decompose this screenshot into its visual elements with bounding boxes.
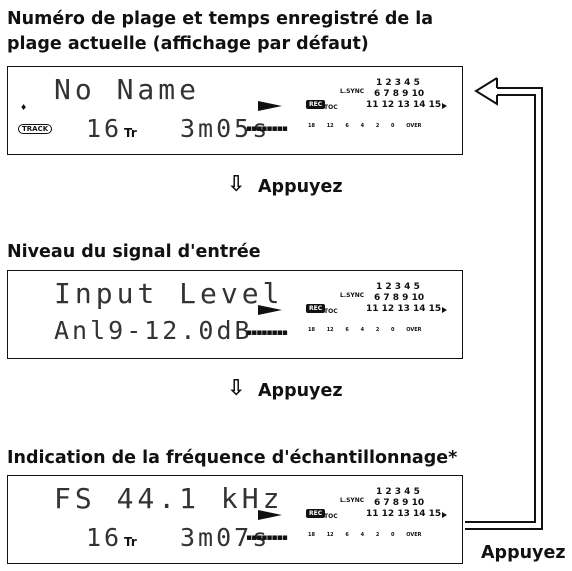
level-meter-bars: ▪▪▪▪▪▪▪▪	[246, 124, 288, 134]
heading-input-level: Niveau du signal d'entrée	[7, 242, 261, 262]
rec-indicator: REC	[306, 509, 326, 518]
display-panel-default: No Name ♦ TRACK 16 Tr 3m05s REC TOC L.SY…	[7, 66, 463, 155]
more-tracks-arrow-icon	[442, 512, 447, 518]
level-meter-scale: 18 12 6 4 2 0 OVER	[308, 123, 422, 129]
lcd-track-number: 16	[86, 114, 123, 143]
lcd-track-number: 16	[86, 523, 123, 552]
press-arrow-icon-1: ⇩	[227, 172, 246, 197]
level-meter-bars: ▪▪▪▪▪▪▪▪	[246, 533, 288, 543]
play-indicator-icon	[258, 101, 282, 111]
lcd-line1: No Name	[54, 73, 201, 106]
display-panel-input-level: Input Level Anl9-12.0dB REC TOC L.SYNC 1…	[7, 270, 463, 359]
more-tracks-arrow-icon	[442, 103, 447, 109]
lcd-track-unit: Tr	[124, 535, 137, 549]
lcd-line1: FS 44.1 kHz	[54, 482, 284, 515]
track-badge: TRACK	[18, 124, 53, 134]
lcd-time: 3m05s	[180, 114, 271, 143]
track-grid-row1: 1 2 3 4 5	[376, 78, 420, 88]
heading-default-display-line2: plage actuelle (affichage par défaut)	[7, 34, 369, 54]
track-grid-row2: 6 7 8 9 10	[374, 293, 425, 303]
lcd-line2: Anl9-12.0dB	[54, 316, 253, 345]
dot-indicator: ♦	[20, 103, 28, 112]
heading-default-display-line1: Numéro de plage et temps enregistré de l…	[7, 9, 434, 29]
heading-sampling-frequency: Indication de la fréquence d'échantillon…	[7, 448, 458, 468]
track-grid-row3: 11 12 13 14 15	[366, 100, 442, 110]
toc-label: TOC	[324, 513, 338, 520]
rec-indicator: REC	[306, 100, 326, 109]
level-meter-scale: 18 12 6 4 2 0 OVER	[308, 532, 422, 538]
play-indicator-icon	[258, 305, 282, 315]
lsync-label: L.SYNC	[340, 88, 365, 95]
toc-label: TOC	[324, 104, 338, 111]
play-indicator-icon	[258, 510, 282, 520]
rec-indicator: REC	[306, 304, 326, 313]
track-grid-row3: 11 12 13 14 15	[366, 509, 442, 519]
lcd-time: 3m07s	[180, 523, 271, 552]
display-panel-sampling-frequency: FS 44.1 kHz 16 Tr 3m07s REC TOC L.SYNC 1…	[7, 475, 463, 564]
track-grid-row3: 11 12 13 14 15	[366, 304, 442, 314]
toc-label: TOC	[324, 308, 338, 315]
track-grid-row2: 6 7 8 9 10	[374, 89, 425, 99]
level-meter-scale: 18 12 6 4 2 0 OVER	[308, 327, 422, 333]
lsync-label: L.SYNC	[340, 497, 365, 504]
press-label-3: Appuyez	[481, 543, 566, 563]
more-tracks-arrow-icon	[442, 307, 447, 313]
track-grid-row1: 1 2 3 4 5	[376, 282, 420, 292]
lcd-line1: Input Level	[54, 277, 284, 310]
level-meter-bars: ▪▪▪▪▪▪▪▪	[246, 328, 288, 338]
lcd-track-unit: Tr	[124, 126, 137, 140]
track-grid-row1: 1 2 3 4 5	[376, 487, 420, 497]
press-arrow-icon-2: ⇩	[227, 376, 246, 401]
lsync-label: L.SYNC	[340, 292, 365, 299]
track-grid-row2: 6 7 8 9 10	[374, 498, 425, 508]
press-label-1: Appuyez	[258, 177, 343, 197]
press-label-2: Appuyez	[258, 381, 343, 401]
